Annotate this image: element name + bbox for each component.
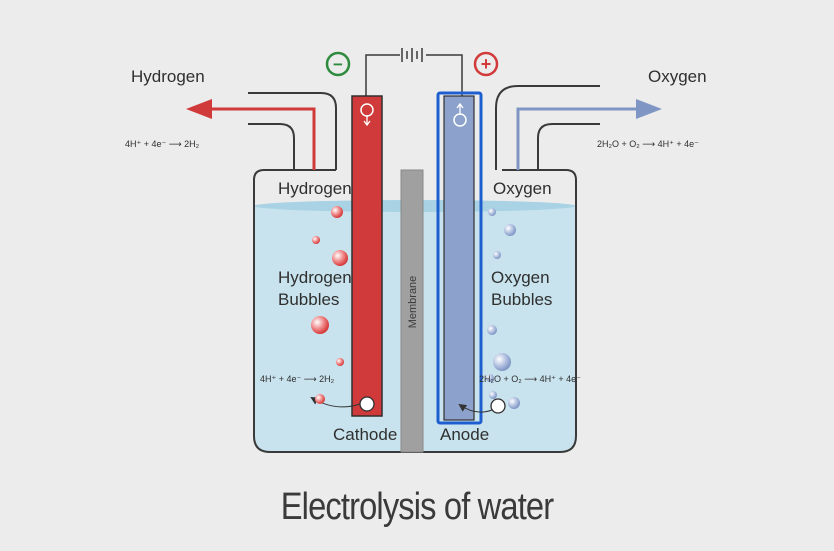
positive-terminal-icon: [473, 51, 499, 77]
hydrogen-outlet-equation: 4H⁺ + 4e⁻ ⟶ 2H₂: [125, 139, 200, 149]
oxygen-bubbles-label-line1: Oxygen: [491, 268, 550, 287]
page-title: Electrolysis of water: [280, 486, 554, 528]
hydrogen-bubbles-label-line2: Bubbles: [278, 290, 339, 309]
hydrogen-tube: [248, 92, 337, 170]
oxygen-flow-arrow: [516, 107, 642, 170]
oxygen-gas-label: Oxygen: [648, 67, 707, 86]
hydrogen-tank-label: Hydrogen: [278, 179, 352, 198]
anode-selection-frame[interactable]: [436, 91, 483, 425]
cathode-reaction-equation: 4H⁺ + 4e⁻ ⟶ 2H₂: [260, 374, 335, 384]
hydrogen-bubbles-label-line1: Hydrogen: [278, 268, 352, 287]
negative-terminal-icon: [325, 51, 351, 77]
hydrogen-bubbles: [311, 206, 348, 404]
anode-electrode: [443, 95, 475, 421]
cathode-label: Cathode: [333, 425, 397, 444]
oxygen-outlet-equation: 2H₂O + O₂ ⟶ 4H⁺ + 4e⁻: [597, 139, 699, 149]
battery-icon: [401, 48, 423, 62]
positive-terminal-sign: +: [481, 54, 492, 74]
anode-reaction-equation: 2H₂O + O₂ ⟶ 4H⁺ + 4e⁻: [479, 374, 581, 384]
membrane: [400, 169, 424, 453]
cathode-bottom-circle-icon: [359, 396, 375, 412]
hydrogen-flow-arrow: [205, 107, 316, 170]
battery-wire: [365, 54, 463, 96]
membrane-label: Membrane: [407, 276, 419, 329]
cathode-electrode: [351, 95, 383, 417]
oxygen-tube: [495, 85, 600, 170]
hydrogen-gas-label: Hydrogen: [131, 67, 205, 86]
negative-terminal-sign: −: [333, 55, 343, 74]
anode-bottom-circle-icon: [490, 398, 506, 414]
anode-reaction-arrow: [458, 403, 493, 413]
oxygen-bubbles-label-line2: Bubbles: [491, 290, 552, 309]
oxygen-bubbles: [486, 208, 520, 409]
oxygen-tank-label: Oxygen: [493, 179, 552, 198]
anode-label: Anode: [440, 425, 489, 444]
